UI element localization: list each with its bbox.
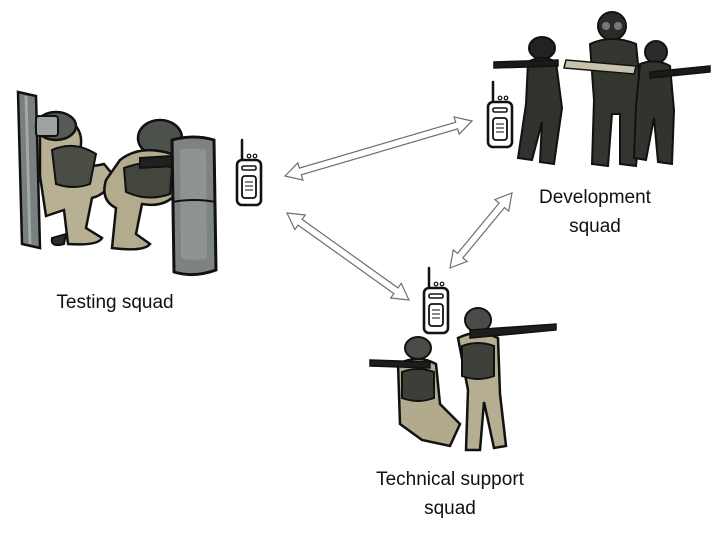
- testing-squad-image: [16, 90, 218, 277]
- arrow-testing-technical: [286, 212, 410, 301]
- radio-icon: [422, 266, 450, 335]
- radio-icon: [235, 138, 263, 207]
- arrow-technical-development: [449, 192, 513, 269]
- technical-support-squad-image: [369, 307, 557, 452]
- technical-support-squad-label: Technical support squad: [376, 469, 524, 519]
- development-squad-image: [493, 11, 711, 168]
- development-squad-label: Development squad: [539, 187, 651, 237]
- radio-icon: [486, 80, 514, 149]
- arrow-testing-development: [283, 116, 474, 181]
- testing-squad-label: Testing squad: [56, 292, 174, 313]
